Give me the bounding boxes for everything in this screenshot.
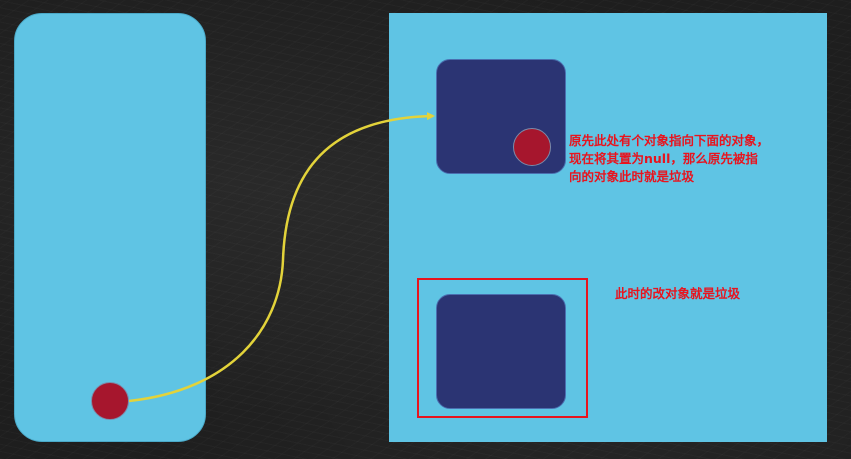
heap-object-garbage (436, 294, 566, 409)
stack-panel (14, 13, 206, 442)
heap-reference-dot (513, 128, 551, 166)
annotation-line-2: 现在将其置为null，那么原先被指 (569, 151, 758, 166)
annotation-garbage: 此时的改对象就是垃圾 (615, 286, 741, 301)
annotation-line-1: 原先此处有个对象指向下面的对象， (569, 133, 770, 148)
annotation-null-reference: 原先此处有个对象指向下面的对象， 现在将其置为null，那么原先被指 向的对象此… (569, 132, 799, 186)
stack-reference-dot (91, 382, 129, 420)
garbage-highlight-frame (417, 278, 588, 418)
annotation-line-3: 向的对象此时就是垃圾 (569, 169, 695, 184)
